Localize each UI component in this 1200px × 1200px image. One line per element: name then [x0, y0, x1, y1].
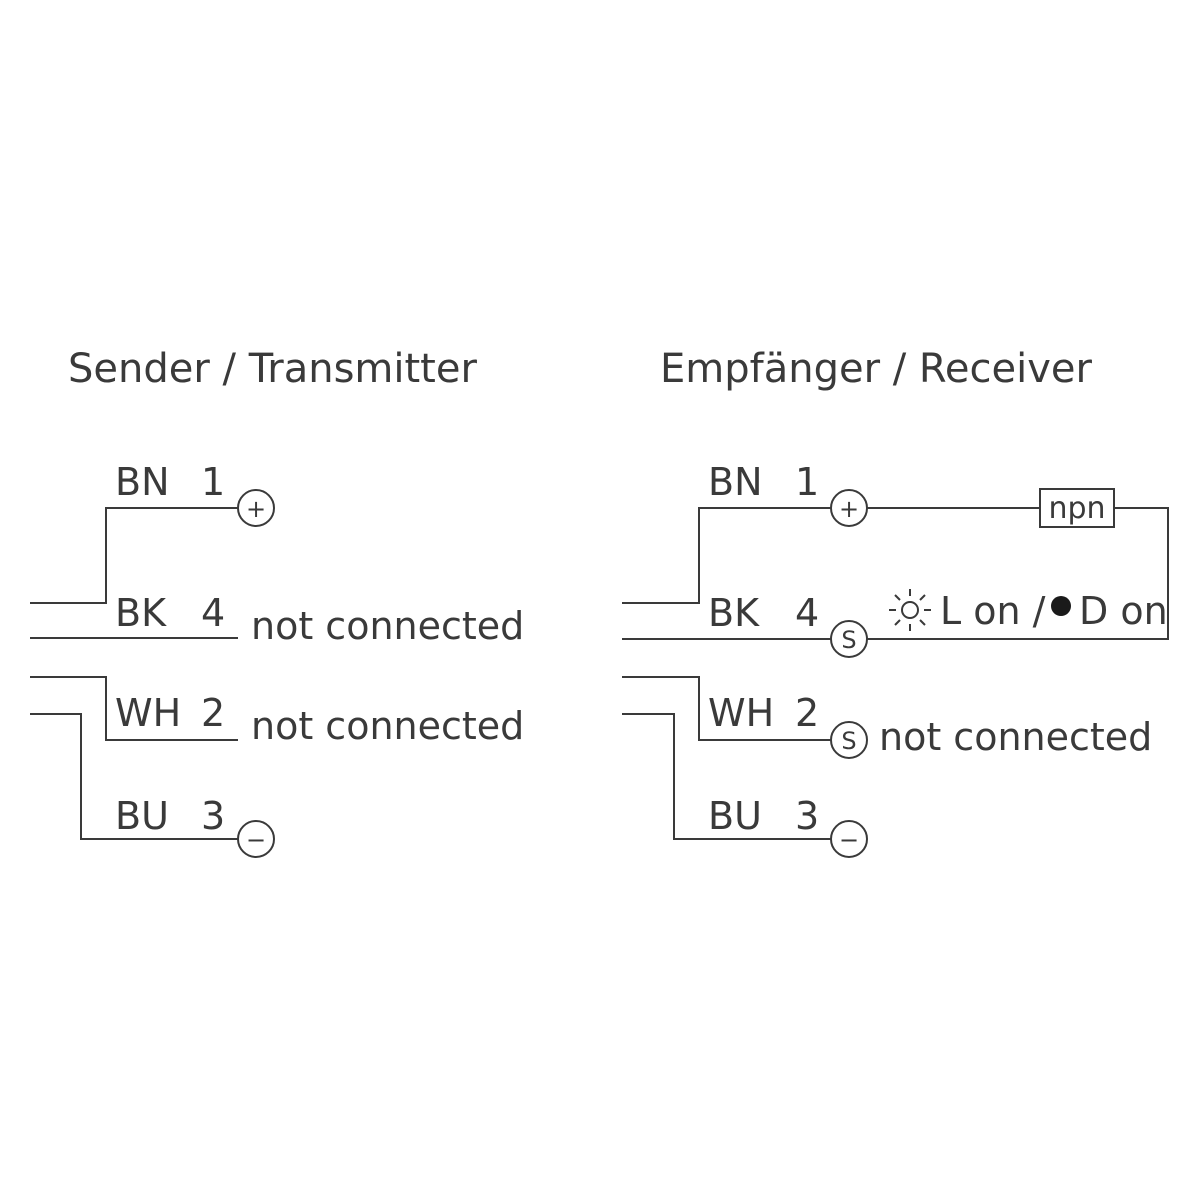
receiver-switching-terminal-wh: S	[830, 721, 868, 759]
receiver-minus-symbol: −	[839, 826, 859, 854]
dark-on-icon	[1051, 596, 1071, 616]
receiver-switching-symbol-bk: S	[841, 626, 856, 654]
transmitter-pin1-number: 1	[201, 460, 225, 504]
receiver-pin1-color: BN	[708, 460, 763, 504]
transmitter-pin2-color: WH	[115, 691, 181, 735]
transmitter-plus-terminal: +	[237, 489, 275, 527]
transmitter-plus-symbol: +	[246, 495, 266, 523]
receiver-pin2-color: WH	[708, 691, 774, 735]
receiver-wire-npn-return	[867, 507, 1169, 640]
receiver-wire-bu	[622, 713, 831, 840]
receiver-plus-symbol: +	[839, 495, 859, 523]
receiver-switching-terminal-bk: S	[830, 620, 868, 658]
transmitter-pin3-color: BU	[115, 794, 169, 838]
receiver-pin3-color: BU	[708, 794, 762, 838]
receiver-pin4-color: BK	[708, 591, 760, 635]
receiver-diagram: Empfänger / Receiver BN 1 BK 4 WH 2 BU 3…	[622, 346, 1169, 858]
transmitter-pin2-note: not connected	[251, 704, 524, 748]
transmitter-wire-bn	[30, 507, 238, 604]
receiver-switching-symbol-wh: S	[841, 727, 856, 755]
transmitter-title: Sender / Transmitter	[68, 346, 477, 392]
transmitter-minus-symbol: −	[246, 826, 266, 854]
transmitter-pin3-number: 3	[201, 794, 225, 838]
transmitter-pin1-color: BN	[115, 460, 170, 504]
receiver-minus-terminal: −	[830, 820, 868, 858]
transmitter-diagram: Sender / Transmitter BN 1 BK 4 WH 2 BU 3…	[30, 346, 524, 858]
transmitter-wire-bu	[30, 713, 238, 840]
transmitter-pin4-note: not connected	[251, 604, 524, 648]
receiver-pin3-number: 3	[795, 794, 819, 838]
receiver-plus-terminal: +	[830, 489, 868, 527]
receiver-pin1-number: 1	[795, 460, 819, 504]
light-on-icon	[889, 589, 931, 631]
receiver-pin2-number: 2	[795, 691, 819, 735]
transmitter-pin4-color: BK	[115, 591, 167, 635]
npn-output-box: npn	[1039, 488, 1115, 528]
transmitter-wire-wh	[30, 676, 238, 741]
transmitter-pin2-number: 2	[201, 691, 225, 735]
receiver-title: Empfänger / Receiver	[660, 346, 1093, 392]
dark-on-label: D on	[1079, 589, 1168, 633]
transmitter-pin4-number: 4	[201, 591, 225, 635]
receiver-pin4-number: 4	[795, 591, 819, 635]
light-on-label: L on /	[940, 589, 1046, 633]
receiver-pin2-note: not connected	[879, 715, 1152, 759]
receiver-wire-bn	[622, 507, 831, 604]
npn-label: npn	[1048, 491, 1105, 526]
receiver-wire-wh	[622, 676, 831, 741]
transmitter-minus-terminal: −	[237, 820, 275, 858]
